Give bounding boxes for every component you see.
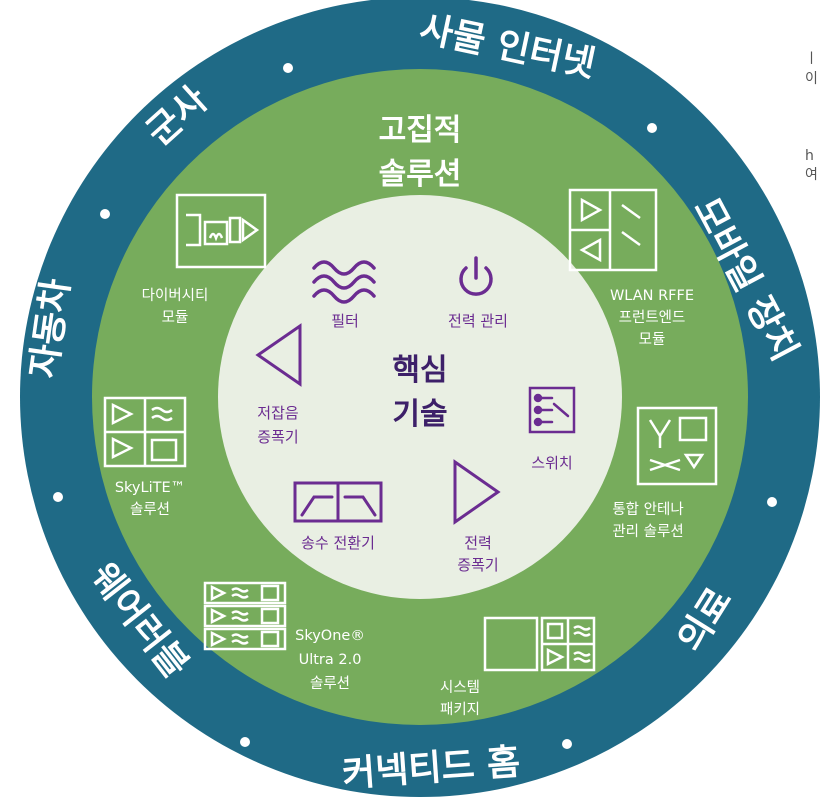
lna-icon	[255, 323, 302, 387]
antenna-management-icon	[636, 406, 718, 486]
duplexer-label: 송수 전환기	[301, 534, 375, 552]
edge-fragment-1: ㅣ이	[805, 51, 818, 87]
power-icon	[459, 256, 493, 296]
system-in-package-icon	[483, 616, 596, 672]
diversity-label-2: 모듈	[162, 310, 189, 326]
filter-icon	[312, 260, 376, 304]
skylite-label-2: 솔루션	[130, 501, 170, 518]
wlan-label-3: 모듈	[639, 332, 666, 348]
lna-label-1: 저잡음	[257, 404, 298, 422]
wlan-label-2: 프런트엔드	[619, 309, 686, 326]
integrated-title-line2: 솔루션	[379, 157, 462, 192]
skyone-icon	[203, 581, 287, 651]
skyone-label-1: SkyOne®	[295, 628, 365, 644]
core-title-line1: 핵심	[392, 353, 447, 388]
filter-label: 필터	[331, 312, 359, 330]
ring-dots	[53, 63, 777, 749]
antenna-label-2: 관리 솔루션	[612, 523, 683, 540]
duplexer-icon	[293, 481, 383, 523]
power-management-label: 전력 관리	[448, 312, 508, 330]
diversity-label-1: 다이버시티	[142, 287, 209, 304]
skylite-icon	[103, 396, 187, 468]
pa-label-2: 증폭기	[457, 556, 498, 574]
wlan-module-icon	[568, 188, 658, 272]
package-label-1: 시스템	[440, 679, 480, 696]
diversity-module-icon	[175, 193, 267, 269]
skyone-label-3: 솔루션	[310, 675, 350, 692]
switch-icon	[528, 386, 576, 434]
wlan-label-1: WLAN RFFE	[610, 288, 694, 304]
pa-label-1: 전력	[464, 534, 492, 552]
integrated-title-line1: 고집적	[379, 113, 462, 148]
edge-fragment-2: h여	[805, 148, 818, 183]
core-title-line2: 기술	[392, 397, 447, 432]
antenna-label-1: 통합 안테나	[612, 501, 683, 518]
switch-label: 스위치	[531, 454, 572, 472]
pa-icon	[453, 459, 501, 525]
package-label-2: 패키지	[440, 701, 480, 718]
skylite-label-1: SkyLiTE™	[115, 480, 185, 496]
skyone-label-2: Ultra 2.0	[299, 652, 362, 668]
lna-label-2: 증폭기	[257, 428, 298, 446]
